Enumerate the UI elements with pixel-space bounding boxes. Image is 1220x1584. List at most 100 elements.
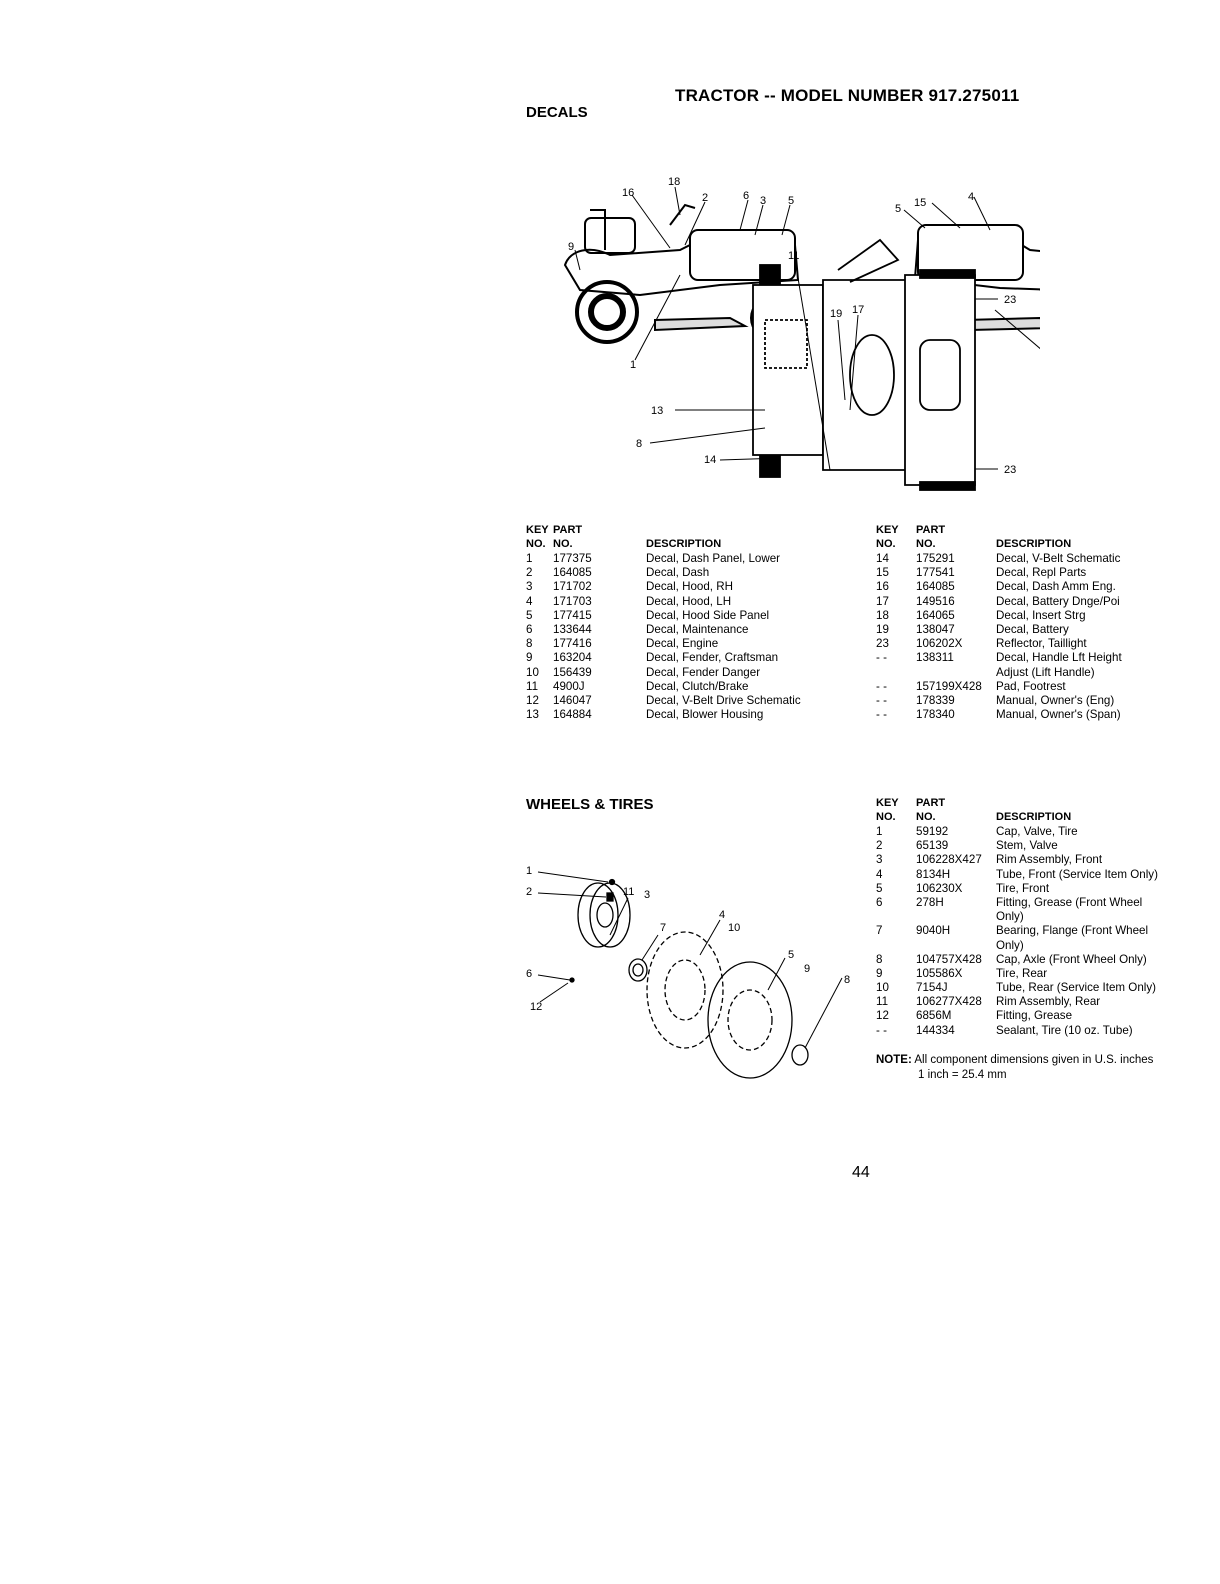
callout: 15 — [914, 197, 926, 209]
key-no: 8 — [876, 952, 883, 966]
key-header: KEY — [526, 524, 549, 536]
part-no: 175291 — [916, 552, 955, 565]
description: Fitting, Grease (Front Wheel — [996, 895, 1143, 909]
part-no: 164085 — [553, 566, 592, 580]
callout: 1 — [526, 865, 532, 877]
key-no: 2 — [526, 566, 533, 580]
key-header: NO. — [876, 538, 896, 550]
description: Fitting, Grease — [996, 1009, 1073, 1023]
description: Rim Assembly, Rear — [996, 995, 1101, 1009]
wheel-callout-leaders — [537, 871, 843, 1049]
key-no: 8 — [526, 637, 533, 651]
callout: 19 — [830, 308, 842, 320]
part-no: 149516 — [916, 594, 955, 608]
part-header: PART — [916, 797, 946, 809]
part-no: 6856M — [916, 1009, 952, 1023]
key-no: 18 — [876, 608, 889, 622]
callout: 18 — [668, 176, 680, 188]
note-text: All component dimensions given in U.S. i… — [914, 1054, 1154, 1066]
callout: 8 — [636, 438, 642, 450]
callout: 3 — [760, 195, 766, 207]
description: Tire, Front — [996, 881, 1050, 895]
key-no: 17 — [876, 594, 889, 608]
wheels-section-title: WHEELS & TIRES — [526, 796, 654, 813]
part-no: 8134H — [916, 867, 951, 881]
callout: 5 — [895, 203, 901, 215]
part-no: 146047 — [553, 693, 592, 707]
part-no: 177416 — [553, 637, 592, 651]
part-no: 164884 — [553, 708, 592, 722]
key-no: 4 — [526, 594, 533, 608]
part-no: 178340 — [916, 708, 955, 722]
key-no: 2 — [876, 839, 883, 853]
part-no: 171702 — [553, 580, 592, 594]
part-no: 177375 — [553, 552, 592, 565]
key-no: 15 — [876, 566, 889, 580]
table-row: Only) — [876, 939, 1196, 953]
key-header: NO. — [876, 811, 896, 823]
description: Only) — [996, 910, 1024, 924]
key-no: - - — [876, 651, 887, 665]
key-no: 19 — [876, 622, 889, 636]
part-header: NO. — [553, 538, 573, 550]
part-no: 9040H — [916, 924, 951, 938]
callout: 1 — [630, 359, 636, 371]
description: Cap, Axle (Front Wheel Only) — [996, 952, 1147, 966]
callout: 8 — [844, 974, 850, 986]
callout: 2 — [702, 192, 708, 204]
callout: 4 — [719, 909, 725, 921]
callout: 5 — [788, 195, 794, 207]
description: Decal, Dash Amm Eng. — [996, 580, 1116, 594]
description-header: DESCRIPTION — [996, 538, 1072, 550]
callout: 9 — [568, 241, 574, 253]
description: Adjust (Lift Handle) — [996, 665, 1095, 679]
description: Stem, Valve — [996, 839, 1058, 853]
note-label: NOTE: — [876, 1054, 912, 1066]
description: Manual, Owner's (Eng) — [996, 693, 1115, 707]
description: Decal, Maintenance — [646, 622, 749, 636]
part-header: NO. — [916, 811, 936, 823]
rear-tube — [646, 931, 724, 1049]
callout: 14 — [704, 454, 716, 466]
front-tire — [707, 961, 793, 1079]
callout: 3 — [644, 889, 650, 901]
callout: 2 — [526, 886, 532, 898]
part-no: 278H — [916, 895, 944, 909]
callout: 9 — [804, 963, 810, 975]
key-header: KEY — [876, 797, 899, 809]
description: Decal, Fender, Craftsman — [646, 651, 779, 665]
front-rim — [577, 882, 619, 948]
description: Decal, Dash Panel, Lower — [646, 552, 781, 565]
callout: 5 — [788, 949, 794, 961]
table-row: Adjust (Lift Handle) — [876, 666, 1196, 680]
key-no: 3 — [526, 580, 533, 594]
key-no: 9 — [876, 966, 883, 980]
description: Decal, Handle Lft Height — [996, 651, 1122, 665]
key-no: 4 — [876, 867, 883, 881]
callout: 10 — [728, 922, 740, 934]
key-no: 3 — [876, 853, 883, 867]
key-no: - - — [876, 679, 887, 693]
callout: 13 — [651, 405, 663, 417]
part-no: 164065 — [916, 608, 955, 622]
description-header: DESCRIPTION — [646, 538, 722, 550]
key-no: 10 — [876, 981, 889, 995]
note: NOTE: All component dimensions given in … — [876, 1053, 1153, 1083]
callout: 11 — [623, 886, 634, 898]
